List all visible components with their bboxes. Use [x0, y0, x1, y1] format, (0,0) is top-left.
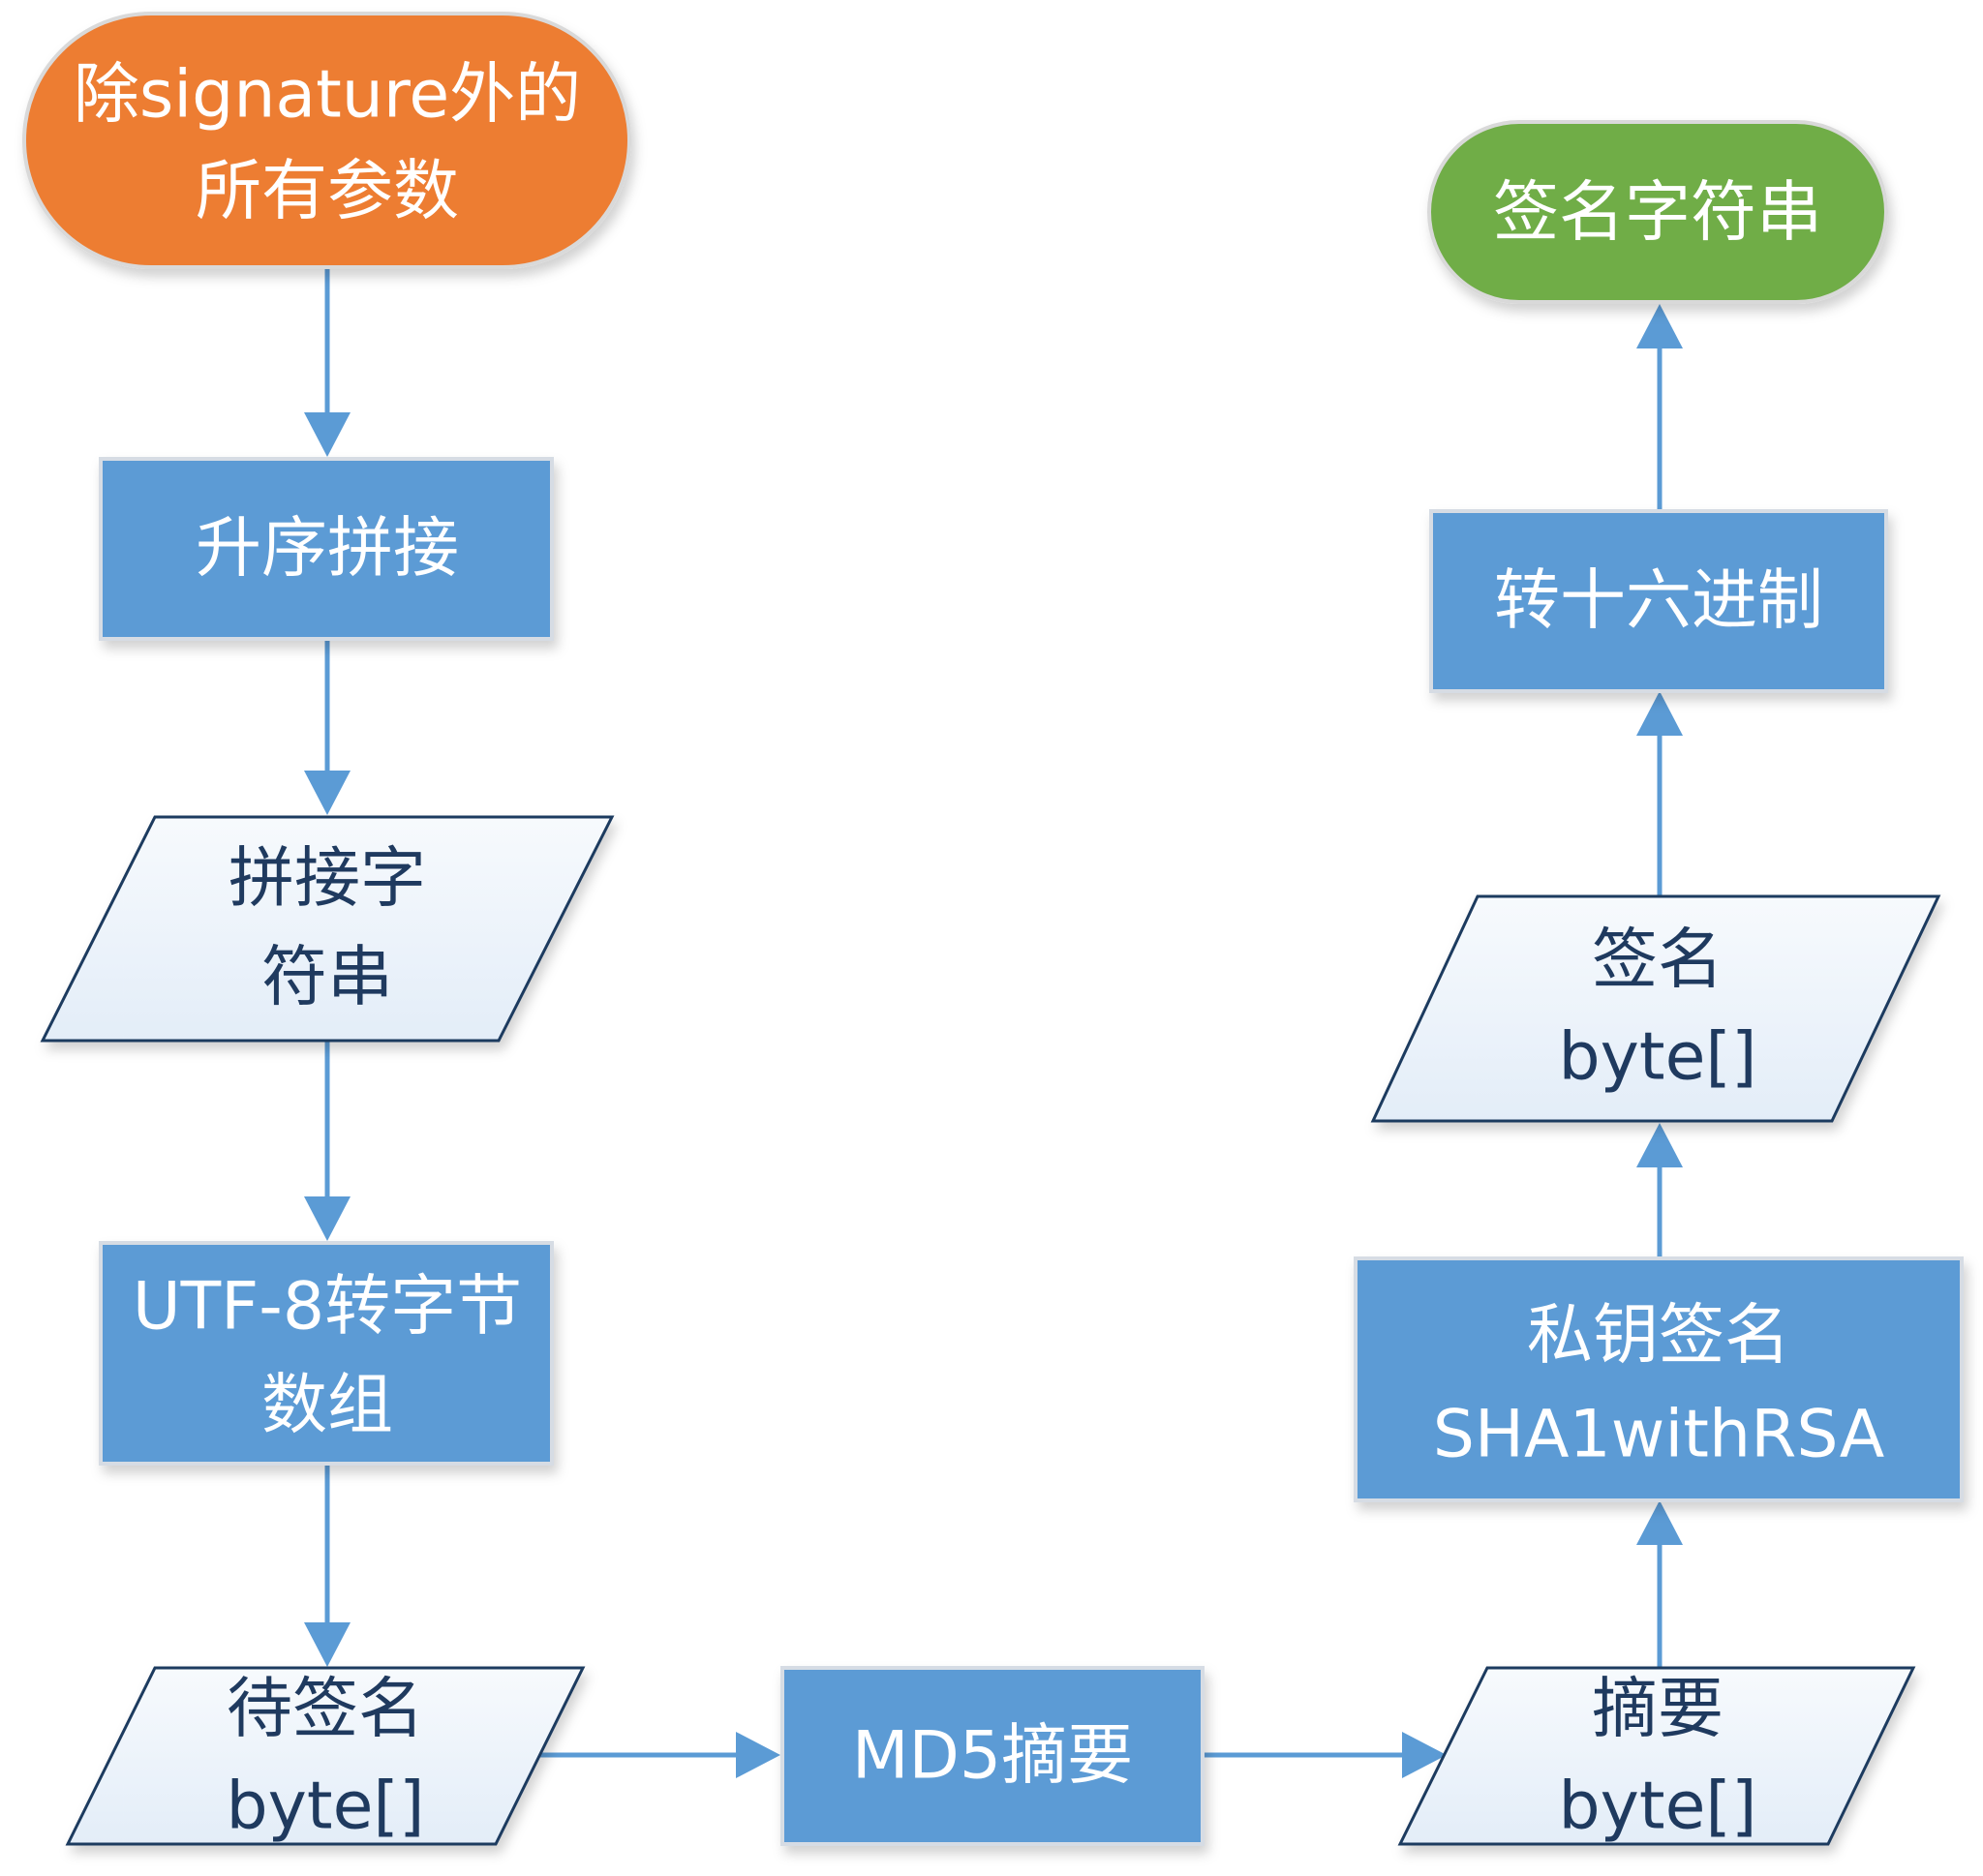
to-hex-label: 转十六进制 — [1494, 563, 1823, 640]
arrow-utf8-to-to-sign — [304, 1464, 351, 1667]
data-signature-bytes: 签名 byte[] — [1370, 894, 1941, 1123]
digest-label-line-1: 摘要 — [1592, 1672, 1724, 1748]
process-private-key-sign: 私钥签名 SHA1withRSA — [1354, 1256, 1964, 1502]
utf8-bytes-label-line-2: 数组 — [261, 1368, 393, 1444]
to-sign-label-line-2: byte[] — [227, 1769, 425, 1845]
process-md5-digest: MD5摘要 — [780, 1666, 1205, 1846]
arrow-md5-to-digest — [1203, 1732, 1447, 1778]
private-key-sign-label-line-2: SHA1withRSA — [1433, 1397, 1885, 1473]
process-utf8-bytes: UTF-8转字节 数组 — [99, 1241, 554, 1466]
arrow-to-sign-to-md5 — [537, 1732, 780, 1778]
arrow-start-to-sort — [304, 266, 351, 457]
data-to-sign-bytes: 待签名 byte[] — [65, 1666, 586, 1846]
sort-concat-label: 升序拼接 — [196, 511, 459, 588]
start-label-line-2: 所有参数 — [196, 154, 459, 230]
digest-label-line-2: byte[] — [1559, 1769, 1757, 1845]
utf8-bytes-label-line-1: UTF-8转字节 — [133, 1269, 522, 1346]
private-key-sign-label-line-1: 私钥签名 — [1527, 1298, 1790, 1375]
process-to-hex: 转十六进制 — [1429, 509, 1888, 693]
to-sign-label-line-1: 待签名 — [227, 1672, 424, 1748]
end-label: 签名字符串 — [1493, 175, 1822, 252]
process-sort-concat: 升序拼接 — [99, 457, 554, 641]
start-terminator: 除signature外的 所有参数 — [22, 12, 631, 269]
arrow-signature-to-hex — [1636, 691, 1683, 896]
arrow-digest-to-private-key-sign — [1636, 1500, 1683, 1667]
md5-digest-label: MD5摘要 — [852, 1718, 1133, 1795]
arrow-sort-to-concat-string — [304, 639, 351, 815]
signature-label-line-2: byte[] — [1559, 1019, 1757, 1096]
connectors — [304, 266, 1683, 1778]
data-concat-string: 拼接字 符串 — [40, 815, 615, 1043]
concat-string-label-line-2: 符串 — [261, 940, 393, 1016]
arrow-hex-to-end — [1636, 304, 1683, 511]
arrow-concat-string-to-utf8 — [304, 1041, 351, 1241]
arrow-private-key-sign-to-signature — [1636, 1123, 1683, 1258]
signature-label-line-1: 签名 — [1592, 923, 1724, 999]
concat-string-label-line-1: 拼接字 — [229, 841, 426, 918]
end-terminator: 签名字符串 — [1427, 120, 1888, 304]
start-label-line-1: 除signature外的 — [74, 57, 581, 134]
data-digest-bytes: 摘要 byte[] — [1397, 1666, 1916, 1846]
